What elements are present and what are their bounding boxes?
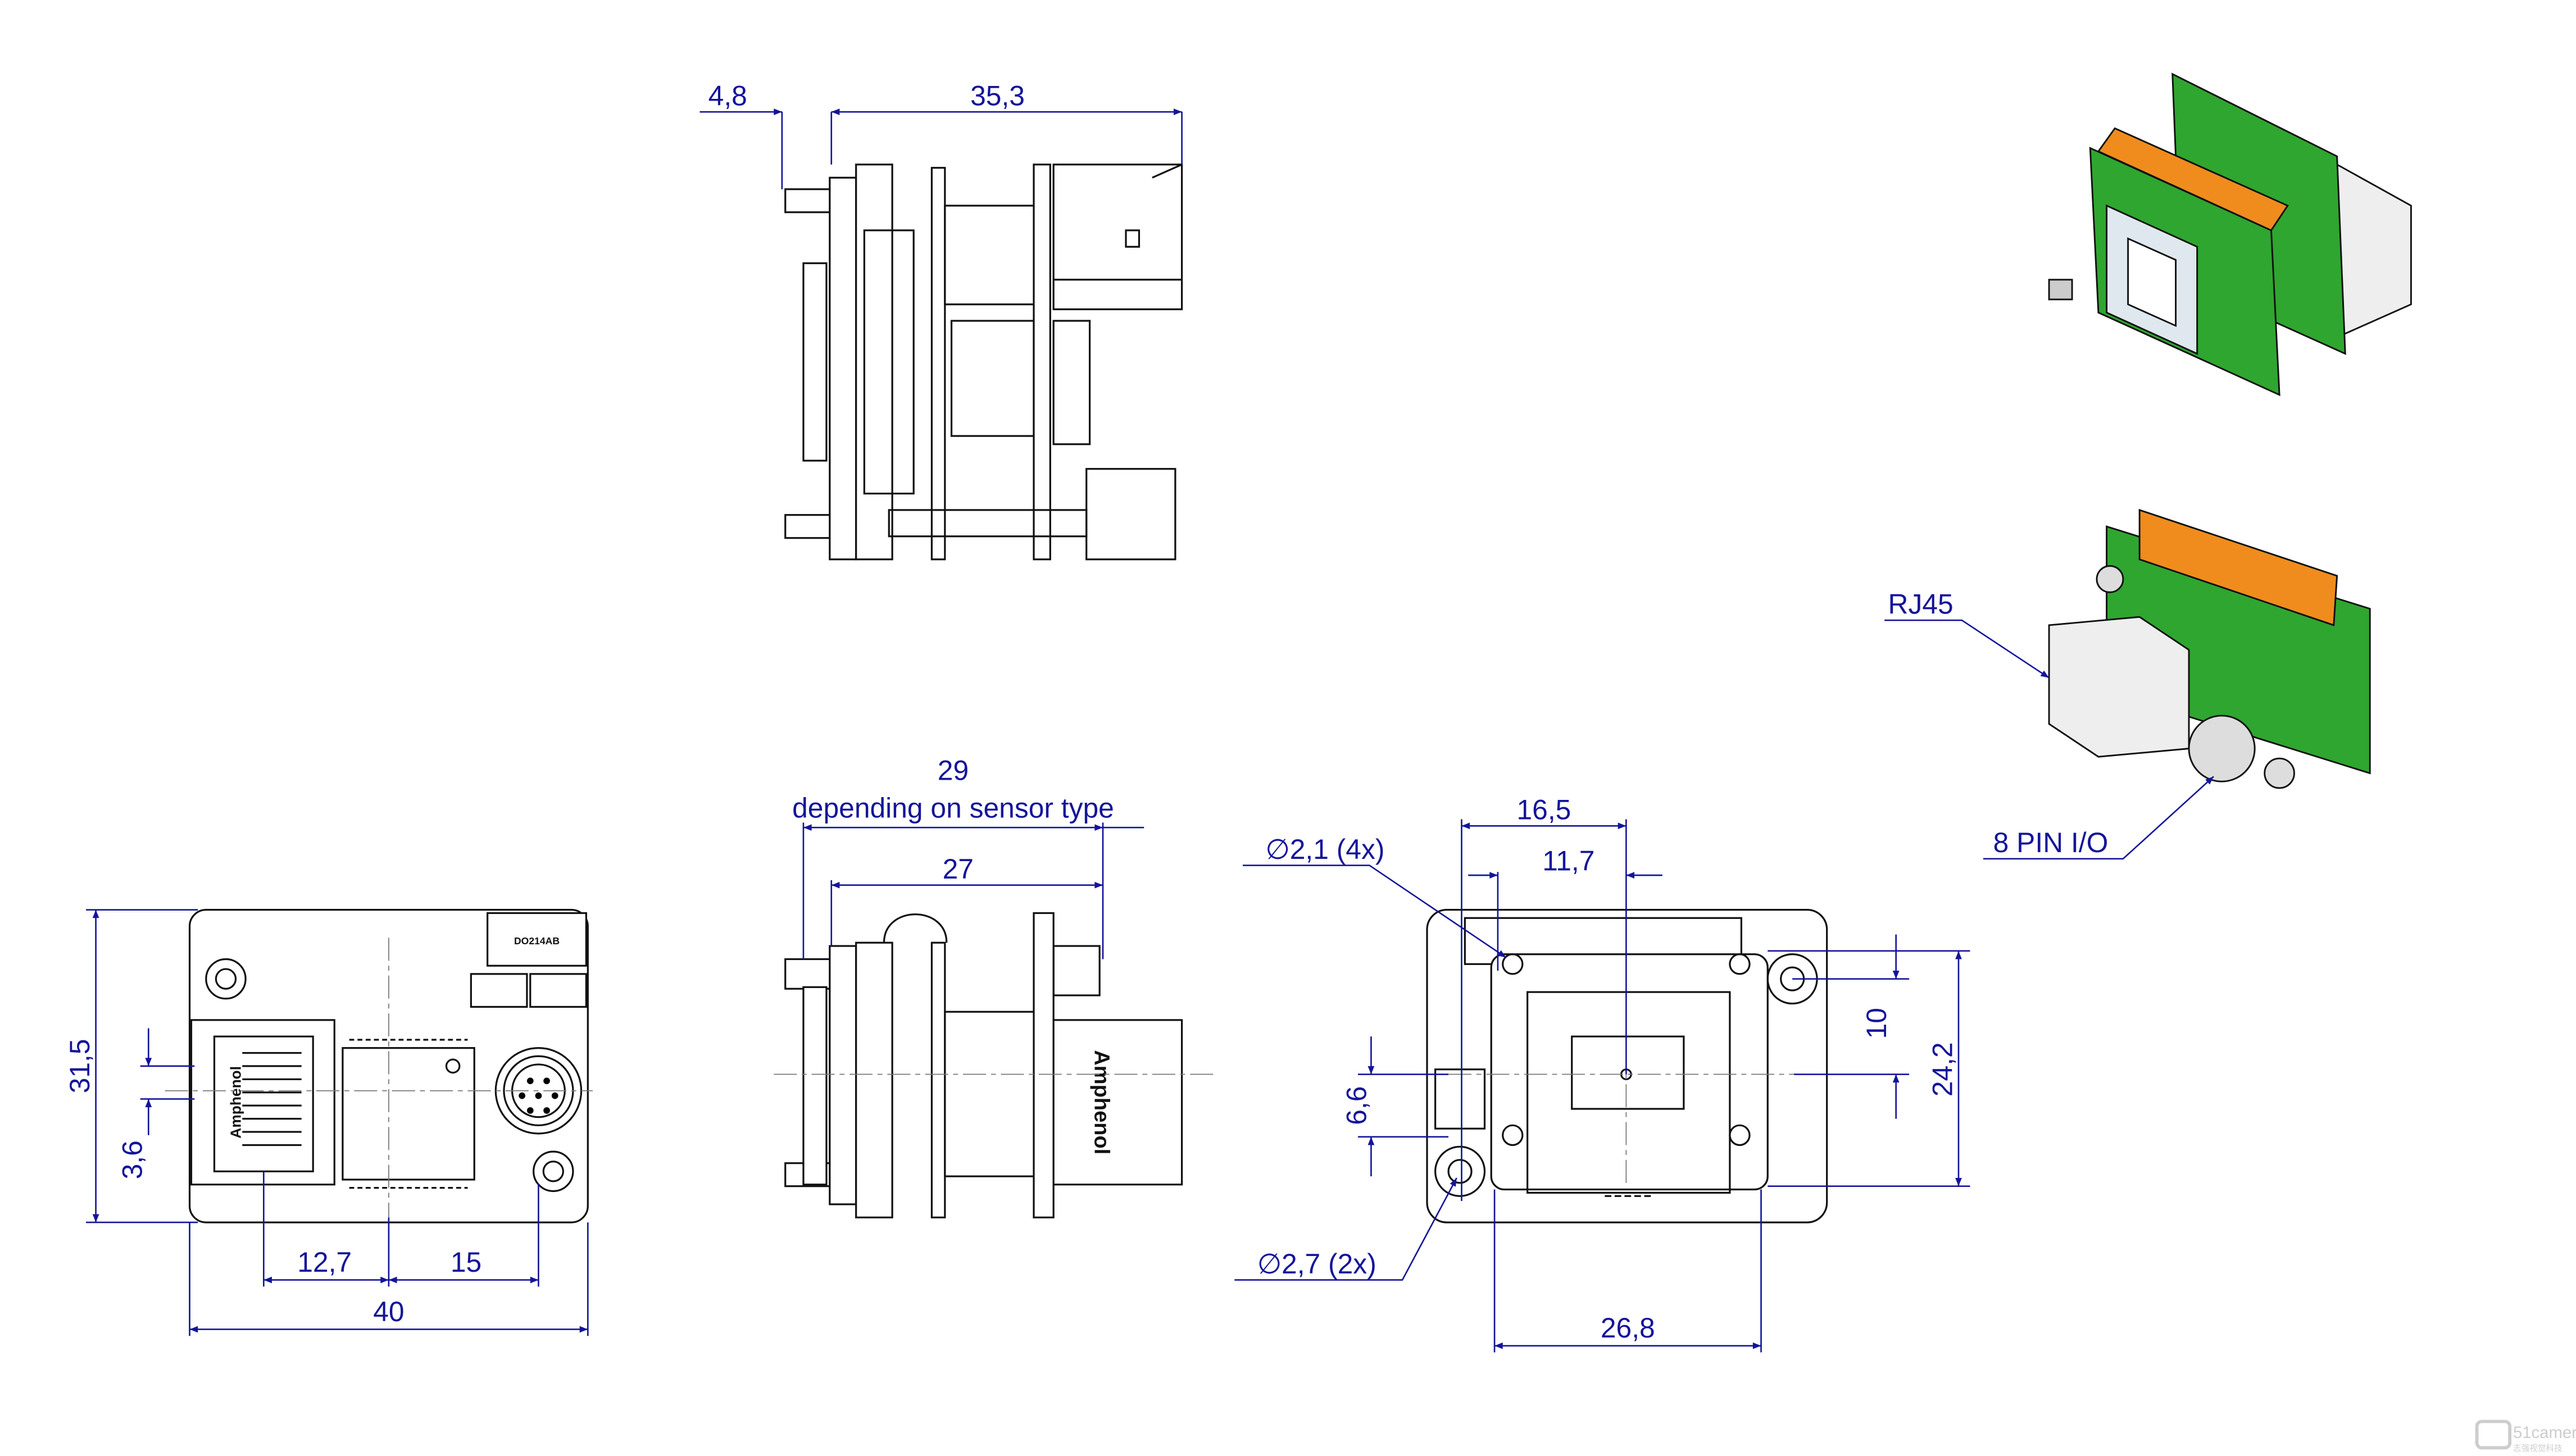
diode-component: DO214AB <box>470 912 587 1008</box>
dim-label-length: 35,3 <box>970 80 1025 111</box>
iso-view-front <box>2048 72 2412 397</box>
bottom-side-view: Amphenol 29 depending on sensor type 27 <box>774 754 1219 1218</box>
hole-small-callout: ∅2,1 (4x) <box>1265 834 1384 865</box>
callout-io: 8 PIN I/O <box>1993 827 2109 858</box>
connector-brand-side: Amphenol <box>1089 1050 1113 1154</box>
ic-chip <box>342 1039 475 1189</box>
front-view-dims: 16,5 11,7 ∅2,1 (4x) ∅2,7 (2x) 10 24,2 6,… <box>1234 794 1970 1353</box>
dim-label-overall: 29 <box>938 754 969 786</box>
dim-label-rj45-offset: 3,6 <box>117 1140 148 1179</box>
dim-label-rj45-to-center: 12,7 <box>297 1246 352 1278</box>
dim-standoff: 4,8 35,3 <box>699 80 1183 189</box>
top-side-view: 4,8 35,3 <box>699 80 1183 561</box>
dim-label-sensor-center: 11,7 <box>1542 845 1594 876</box>
front-view: 16,5 11,7 ∅2,1 (4x) ∅2,7 (2x) 10 24,2 6,… <box>1234 794 1970 1353</box>
rj45-port: Amphenol <box>190 1019 335 1186</box>
dim-label-sensor-offset: 6,6 <box>1341 1086 1373 1125</box>
dim-label-height: 31,5 <box>64 1039 96 1093</box>
watermark-logo: 51camera 志强视觉科技 <box>2475 1419 2576 1453</box>
dim-label-width: 40 <box>373 1296 404 1327</box>
callout-rj45: RJ45 <box>1888 588 1953 620</box>
back-view-dims: 31,5 3,6 12,7 15 40 <box>64 909 589 1336</box>
side-view-body-top <box>784 163 1183 561</box>
dim-label-front-height: 24,2 <box>1927 1042 1958 1096</box>
svg-text:51camera: 51camera <box>2513 1423 2576 1442</box>
iso-callouts: RJ45 8 PIN I/O <box>1884 588 2214 860</box>
dim-label-hole-span: 16,5 <box>1517 794 1571 826</box>
iso-view-back <box>2048 508 2371 789</box>
svg-text:志强视觉科技: 志强视觉科技 <box>2513 1444 2563 1453</box>
connector-brand-back: Amphenol <box>227 1066 244 1139</box>
back-view: Amphenol DO214AB 31,5 3,6 <box>64 909 593 1336</box>
dim-label-center-to-io: 15 <box>451 1246 481 1278</box>
dim-label-standoff: 4,8 <box>708 80 747 111</box>
dim-label-front-width: 26,8 <box>1601 1312 1655 1344</box>
dim-note-overall: depending on sensor type <box>792 793 1114 824</box>
component-marking: DO214AB <box>514 935 560 947</box>
dim-overall: 29 depending on sensor type 27 <box>792 754 1144 959</box>
dim-label-mount-spacing: 10 <box>1861 1008 1892 1039</box>
hole-large-callout: ∅2,7 (2x) <box>1257 1248 1376 1280</box>
dim-label-body: 27 <box>943 853 974 885</box>
